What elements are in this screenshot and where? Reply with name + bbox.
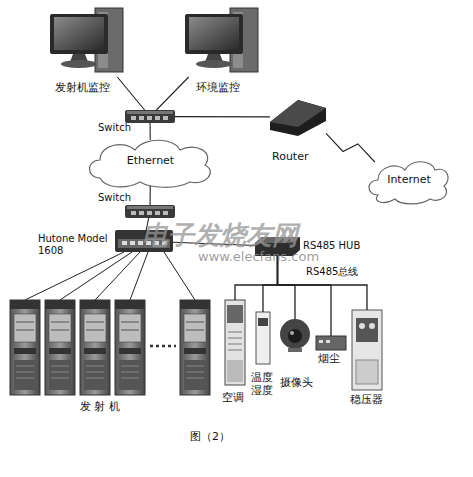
- network-cloud: [369, 162, 448, 204]
- device-node: Switch: [125, 110, 175, 123]
- device-node: Router: [270, 98, 326, 136]
- transmitter-cabinet: [115, 300, 145, 395]
- node-label: 烟尘: [318, 353, 348, 366]
- device-node: 发射机监控: [50, 5, 125, 77]
- router-top: [270, 100, 326, 127]
- camera-base: [288, 348, 302, 352]
- switch-icon: [125, 205, 175, 218]
- node-label: Internet: [370, 174, 448, 187]
- smoke-detector-icon: [316, 336, 346, 350]
- device-node: 稳压器: [352, 310, 382, 390]
- network-link: [150, 123, 151, 140]
- node-label: 发射机监控: [55, 82, 135, 95]
- bus-connector: [278, 256, 296, 319]
- aircon-grille: [228, 332, 242, 350]
- device-node: 摄像头: [280, 319, 310, 352]
- bus-connector: [263, 256, 278, 312]
- transmitter-cabinet: [10, 300, 40, 395]
- aircon-icon: [225, 300, 245, 385]
- smoke-light: [319, 340, 323, 343]
- computer-icon: [185, 8, 258, 72]
- transmitter-cabinet: [80, 300, 110, 395]
- node-label: Router: [272, 151, 328, 164]
- node-label: 摄像头: [280, 377, 324, 390]
- camera-glint: [290, 331, 294, 335]
- switch-icon: [125, 110, 175, 123]
- transmitter-cabinet: [180, 300, 210, 395]
- node-label: Switch: [98, 122, 148, 134]
- transmitter-cabinet: [45, 300, 75, 395]
- sensor-icon: [256, 312, 270, 364]
- watermark-text: www.elecfans.com: [198, 250, 319, 265]
- annotation-label: RS485总线: [306, 266, 358, 278]
- annotation-label: 发 射 机: [80, 401, 120, 414]
- network-link: [175, 116, 270, 117]
- device-node: 烟尘: [316, 336, 346, 350]
- router-icon: [270, 100, 326, 136]
- sensor-display: [258, 318, 268, 326]
- camera-lens: [288, 329, 302, 343]
- stabilizer-icon: [352, 310, 382, 390]
- stabilizer-panel: [356, 318, 378, 342]
- stabilizer-base: [356, 360, 378, 384]
- stabilizer-meter: [359, 323, 365, 329]
- network-link: [150, 186, 151, 205]
- node-label: 温度 湿度: [251, 372, 277, 397]
- device-node: 环境监控: [185, 5, 263, 77]
- node-label: Switch: [98, 192, 148, 204]
- node-label: 环境监控: [196, 82, 266, 95]
- aircon-base: [227, 360, 243, 382]
- network-link: [156, 77, 188, 110]
- node-label: 稳压器: [350, 394, 394, 407]
- node-label: 空调: [222, 392, 252, 405]
- smoke-light: [326, 340, 330, 343]
- device-node: 温度 湿度: [256, 312, 270, 364]
- ellipsis-dots: [150, 345, 176, 348]
- device-node: 空调: [225, 300, 245, 385]
- bus-connector: [278, 256, 368, 310]
- camera-icon: [280, 319, 310, 349]
- device-node: Switch: [125, 205, 175, 218]
- figure-caption: 图（2）: [190, 431, 230, 444]
- network-link: [326, 133, 375, 162]
- node-label: Ethernet: [88, 155, 213, 168]
- device-node: Internet: [370, 162, 448, 202]
- stabilizer-meter: [369, 323, 375, 329]
- computer-icon: [50, 8, 123, 72]
- aircon-panel: [227, 305, 243, 323]
- device-node: Ethernet: [88, 140, 213, 186]
- transmitter-wires: [25, 252, 195, 300]
- network-link: [117, 77, 144, 110]
- watermark-text: 电子发烧友网: [142, 221, 298, 251]
- node-label: Hutone Model 1608: [38, 233, 110, 256]
